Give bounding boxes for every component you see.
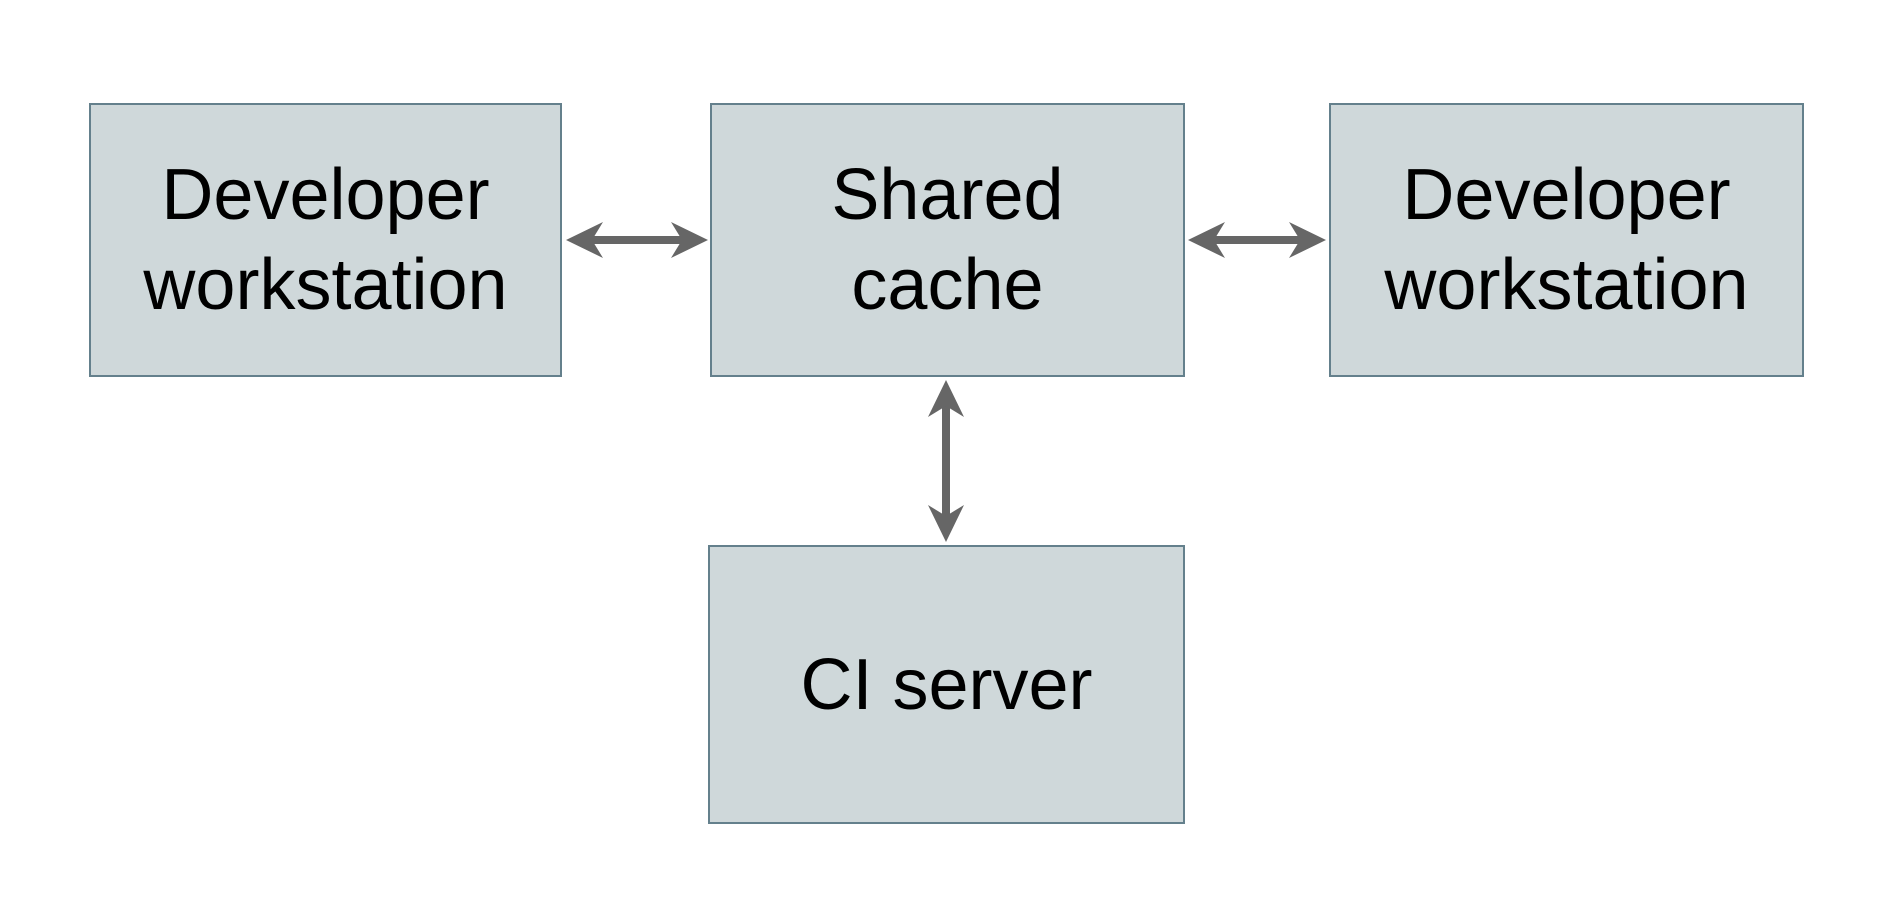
arrow-shared-cache-right-workstation [1188, 222, 1326, 258]
node-ci-server: CI server [708, 545, 1185, 824]
arrowhead-right-icon [1289, 222, 1326, 258]
arrow-left-workstation-shared-cache [566, 222, 708, 258]
arrowhead-left-icon [1188, 222, 1225, 258]
arrowhead-down-icon [928, 505, 964, 542]
node-label: Shared cache [831, 155, 1064, 325]
node-developer-workstation-right: Developer workstation [1329, 103, 1804, 377]
arrowhead-right-icon [671, 222, 708, 258]
node-label: Developer workstation [143, 155, 508, 325]
node-shared-cache: Shared cache [710, 103, 1185, 377]
node-label: Developer workstation [1384, 155, 1749, 325]
arrowhead-up-icon [928, 380, 964, 417]
node-developer-workstation-left: Developer workstation [89, 103, 562, 377]
arrow-shared-cache-ci-server [928, 380, 964, 542]
arrowhead-left-icon [566, 222, 603, 258]
node-label: CI server [800, 644, 1093, 725]
